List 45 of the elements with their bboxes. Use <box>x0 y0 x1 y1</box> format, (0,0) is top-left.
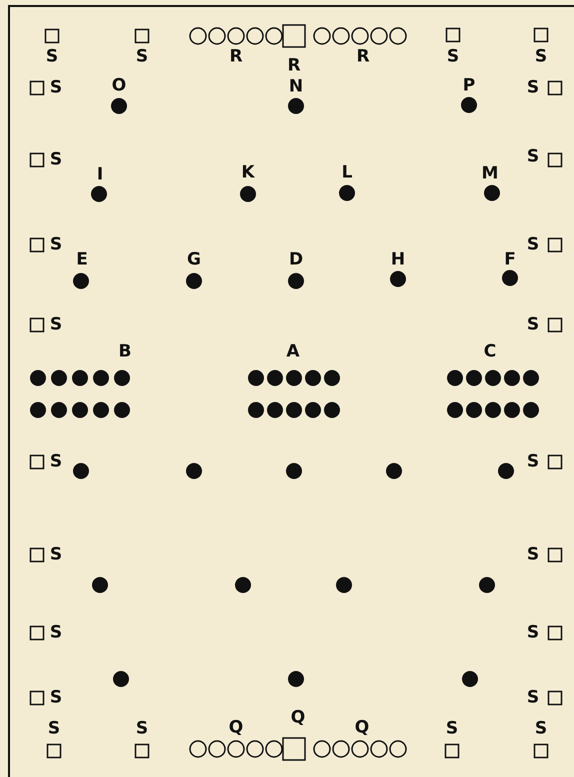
position-letter: S <box>526 546 540 564</box>
position-letter: S <box>526 236 540 254</box>
position-letter: S <box>526 80 540 96</box>
position-letter: S <box>526 624 540 642</box>
position-letter: S <box>136 720 148 738</box>
position-letter: S <box>526 148 540 166</box>
position-letter: S <box>50 316 62 334</box>
position-letter: Q <box>228 720 244 736</box>
position-letter: E <box>76 252 88 268</box>
position-letter: S <box>50 546 62 564</box>
position-letter: P <box>462 78 476 94</box>
position-letter: S <box>50 236 62 254</box>
position-letter: L <box>342 164 352 182</box>
position-letter: R <box>287 58 301 74</box>
position-letter: S <box>50 152 62 168</box>
position-letter: K <box>241 164 255 182</box>
position-letter: S <box>46 48 58 66</box>
position-letter: S <box>136 48 148 66</box>
position-letter: S <box>50 80 62 96</box>
position-letter: A <box>286 344 300 360</box>
position-letter: S <box>526 454 540 470</box>
position-letter: C <box>484 344 496 360</box>
position-letter: N <box>288 78 304 96</box>
position-letter: R <box>229 48 243 66</box>
position-letter: S <box>534 720 548 738</box>
position-letter: D <box>288 252 304 268</box>
position-letter: S <box>50 454 62 470</box>
position-letter: S <box>526 316 540 334</box>
position-letter: R <box>356 48 370 66</box>
position-letter: F <box>504 252 516 268</box>
position-letter: S <box>50 624 62 642</box>
position-letter: S <box>48 720 60 738</box>
position-letter: M <box>482 166 498 182</box>
position-letter: S <box>446 720 458 738</box>
position-letter: S <box>50 690 62 706</box>
position-letter: B <box>118 344 132 360</box>
position-letter: I <box>96 166 104 184</box>
position-letter: Q <box>354 720 370 736</box>
position-letter: G <box>187 252 201 268</box>
position-letter: O <box>112 78 126 94</box>
position-letter: S <box>534 48 548 66</box>
position-letter: H <box>390 252 406 268</box>
position-letter: S <box>526 690 540 706</box>
position-letter: Q <box>290 710 306 726</box>
position-letter: S <box>446 48 460 66</box>
